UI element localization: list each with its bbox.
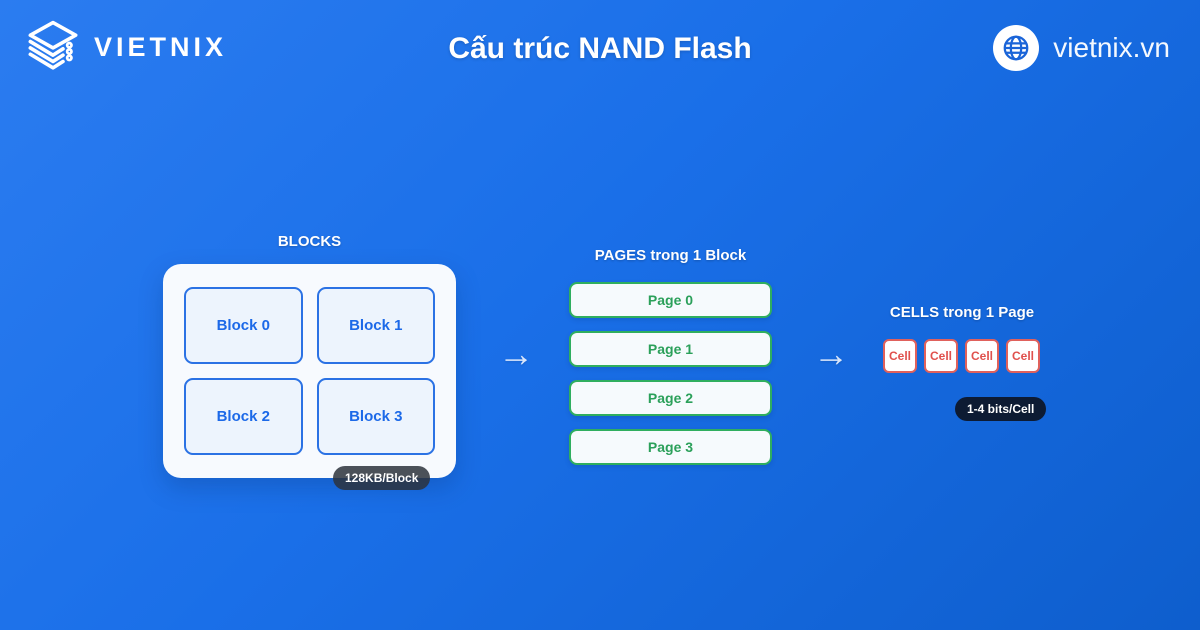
page-label: Page 2 [647,390,694,406]
page-label: Page 0 [647,292,694,308]
pages-heading: PAGES trong 1 Block [594,247,747,264]
block-label: Block 1 [349,317,403,334]
blocks-card: Block 0 Block 1 Block 2 Block 3 [163,264,456,478]
page-row: Page 1 [569,331,772,367]
cells-heading: CELLS trong 1 Page [889,304,1035,321]
block-size-badge: 128KB/Block [333,466,431,490]
page-title: Cấu trúc NAND Flash [448,32,752,65]
blocks-heading: BLOCKS [277,233,342,250]
cell-label: Cell [888,349,911,363]
block-box: Block 1 [316,287,435,364]
block-box: Block 2 [184,378,303,455]
pages-stack: Page 0 Page 1 Page 2 Page 3 [569,282,772,465]
arrow-right-icon: → [498,333,534,374]
page-label: Page 1 [647,341,694,357]
globe-icon [993,25,1040,71]
cell-box: Cell [924,339,958,373]
page-row: Page 3 [569,429,772,465]
cell-label: Cell [929,349,952,363]
cell-box: Cell [883,339,917,373]
cell-bits-badge: 1-4 bits/Cell [955,397,1047,421]
block-label: Block 2 [216,408,270,425]
cell-label: Cell [1011,349,1034,363]
page-row: Page 0 [569,282,772,318]
cell-label: Cell [970,349,993,363]
cell-box: Cell [1006,339,1040,373]
block-label: Block 3 [349,408,403,425]
cell-box: Cell [965,339,999,373]
vietnix-logo: VIETNIX [24,18,227,76]
vietnix-logo-icon [28,20,78,70]
vietnix-logo-text: VIETNIX [94,31,228,62]
block-box: Block 3 [316,378,435,455]
blocks-grid: Block 0 Block 1 Block 2 Block 3 [184,287,435,455]
website-url: vietnix.vn [1053,32,1170,63]
page-row: Page 2 [569,380,772,416]
block-label: Block 0 [216,317,270,334]
cells-row: Cell Cell Cell Cell [883,339,1040,373]
arrow-right-icon: → [813,333,849,374]
block-box: Block 0 [184,287,303,364]
page-label: Page 3 [647,439,694,455]
website-link: vietnix.vn [993,25,1170,71]
